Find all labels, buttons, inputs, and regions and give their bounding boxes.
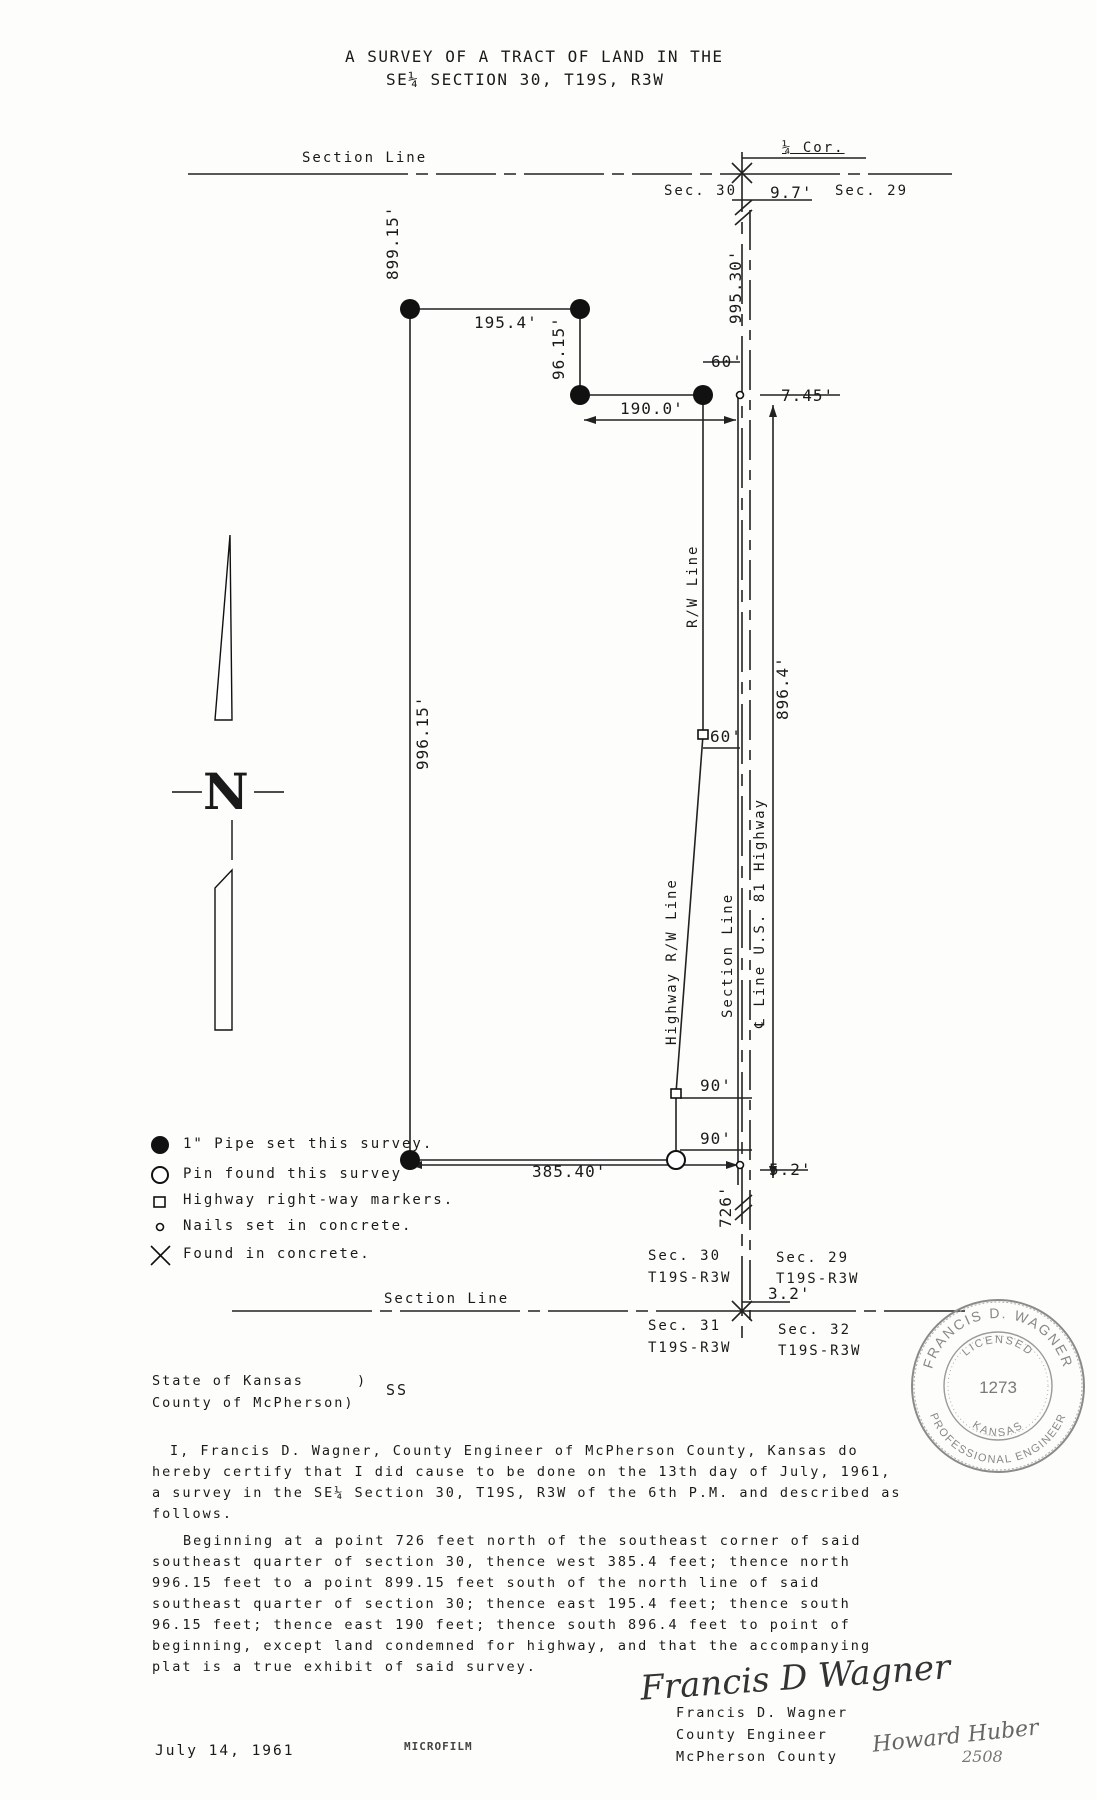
sec30-top-label: Sec. 30 — [664, 183, 738, 199]
arrowhead — [769, 1166, 777, 1178]
cert-p2-line2: southeast quarter of section 30, thence … — [152, 1554, 851, 1570]
cert-p2-line7: plat is a true exhibit of said survey. — [152, 1659, 537, 1675]
highway-rw-line-label: Highway R/W Line — [664, 878, 680, 1045]
arrowhead — [726, 1161, 738, 1169]
legend-pipe-label: 1" Pipe set this survey. — [183, 1136, 434, 1152]
dim-96-15: 96.15' — [549, 316, 568, 380]
quarter-corner-label: ¼ Cor. — [782, 140, 845, 156]
cert-p2-line4: southeast quarter of section 30; thence … — [152, 1596, 851, 1612]
legend-marker-icon — [153, 1196, 166, 1208]
title-line-1: A SURVEY OF A TRACT OF LAND IN THE — [345, 47, 724, 66]
legend-found-label: Found in concrete. — [183, 1246, 371, 1262]
legend-nail-icon — [155, 1222, 165, 1232]
cert-ss: SS — [386, 1381, 409, 1399]
dim-190-0: 190.0' — [620, 399, 684, 418]
sec30-bottom-label: Sec. 30 — [648, 1248, 722, 1264]
cert-state: State of Kansas — [152, 1373, 304, 1389]
t19s-r3w-sec31: T19S-R3W — [648, 1340, 732, 1356]
pipe-set-nw — [400, 299, 420, 319]
legend-pipe-icon — [151, 1136, 169, 1154]
sec29-top-label: Sec. 29 — [835, 183, 909, 199]
cert-p2-line5: 96.15 feet; thence east 190 feet; thence… — [152, 1617, 851, 1633]
dim-385-40: 385.40' — [532, 1162, 607, 1181]
highway-marker-upper — [697, 729, 709, 740]
dim-9-7: 9.7' — [770, 183, 813, 202]
pipe-set-sw — [400, 1150, 420, 1170]
handwritten-number: 2508 — [962, 1747, 1003, 1766]
dim-7-45: 7.45' — [781, 386, 835, 405]
found-x-top — [731, 162, 753, 184]
legend-pin-label: Pin found this survey — [183, 1166, 403, 1182]
break-mark — [734, 199, 753, 216]
north-label: N — [203, 762, 249, 821]
cert-p2-line3: 996.15 feet to a point 899.15 feet south… — [152, 1575, 821, 1591]
rw-line-label: R/W Line — [685, 544, 701, 628]
cert-p1-line4: follows. — [152, 1506, 234, 1522]
seal-number: 1273 — [979, 1378, 1017, 1397]
signature-name: Francis D. Wagner — [676, 1705, 849, 1721]
found-x-bottom — [731, 1300, 753, 1322]
break-mark — [734, 1194, 753, 1211]
cert-p2-line6: beginning, except land condemned for hig… — [152, 1638, 872, 1654]
cert-p1-line3: a survey in the SE¼ Section 30, T19S, R3… — [152, 1485, 902, 1501]
dim-996-15: 996.15' — [413, 695, 432, 770]
tract-north-boundary — [410, 308, 703, 396]
signature-title: County Engineer — [676, 1727, 828, 1743]
legend-found-x-icon — [150, 1245, 171, 1266]
t19s-r3w-sec30: T19S-R3W — [648, 1270, 732, 1286]
legend-nails-label: Nails set in concrete. — [183, 1218, 413, 1234]
arrowhead — [584, 416, 596, 424]
dim-896-4: 896.4' — [773, 656, 792, 720]
dim-726: 726' — [716, 1185, 735, 1228]
dim-90-lower: 90' — [700, 1129, 732, 1148]
tract-west-boundary — [409, 309, 676, 1161]
professional-seal: FRANCIS D. WAGNER PROFESSIONAL ENGINEER … — [911, 1299, 1085, 1473]
break-mark — [734, 1204, 753, 1221]
cert-state-paren: ) — [357, 1373, 368, 1389]
t19s-r3w-sec32: T19S-R3W — [778, 1343, 862, 1359]
t19s-r3w-sec29: T19S-R3W — [776, 1271, 860, 1287]
arrowhead — [769, 405, 777, 417]
arrowhead — [724, 416, 736, 424]
seal-licensed: LICENSED — [960, 1334, 1036, 1359]
nail-bottom — [735, 1160, 745, 1170]
cert-p1-line1: I, Francis D. Wagner, County Engineer of… — [170, 1443, 859, 1459]
pipe-set-mid-e — [693, 385, 713, 405]
dim-90-upper: 90' — [700, 1076, 732, 1095]
signature-county: McPherson County — [676, 1749, 839, 1765]
footer-date: July 14, 1961 — [155, 1743, 295, 1759]
sec32-label: Sec. 32 — [778, 1322, 852, 1338]
section-line-bottom-label: Section Line — [384, 1291, 510, 1307]
nail-top — [735, 390, 745, 400]
pin-found — [666, 1150, 686, 1170]
legend-pin-icon — [151, 1166, 169, 1184]
dim-3-2: 3.2' — [768, 1284, 811, 1303]
legend-markers-label: Highway right-way markers. — [183, 1192, 455, 1208]
dim-60-mid: 60' — [710, 727, 742, 746]
dim-195-4: 195.4' — [474, 313, 538, 332]
microfilm-stamp: MICROFILM — [404, 1740, 473, 1753]
sec29-bottom-label: Sec. 29 — [776, 1250, 850, 1266]
cert-county: County of McPherson) — [152, 1395, 355, 1411]
sec31-label: Sec. 31 — [648, 1318, 722, 1334]
highway-marker-lower — [670, 1088, 682, 1099]
pipe-set-ne — [570, 299, 590, 319]
dim-995-30: 995.30' — [726, 249, 745, 324]
north-arrow-icon — [172, 534, 284, 1031]
pipe-set-mid-w — [570, 385, 590, 405]
highway-centerline-label: ℄ Line U.S. 81 Highway — [752, 798, 768, 1028]
dim-899-15: 899.15' — [383, 205, 402, 280]
cert-p1-line2: hereby certify that I did cause to be do… — [152, 1464, 892, 1480]
section-line-vertical-label: Section Line — [720, 892, 736, 1018]
dim-60-top: 60' — [711, 352, 743, 371]
break-mark — [734, 209, 753, 226]
title-line-2: SE¼ SECTION 30, T19S, R3W — [386, 70, 665, 89]
section-line-top-label: Section Line — [302, 150, 428, 166]
dim-5-2: 5.2' — [769, 1160, 812, 1179]
cert-p2-line1: Beginning at a point 726 feet north of t… — [183, 1533, 862, 1549]
